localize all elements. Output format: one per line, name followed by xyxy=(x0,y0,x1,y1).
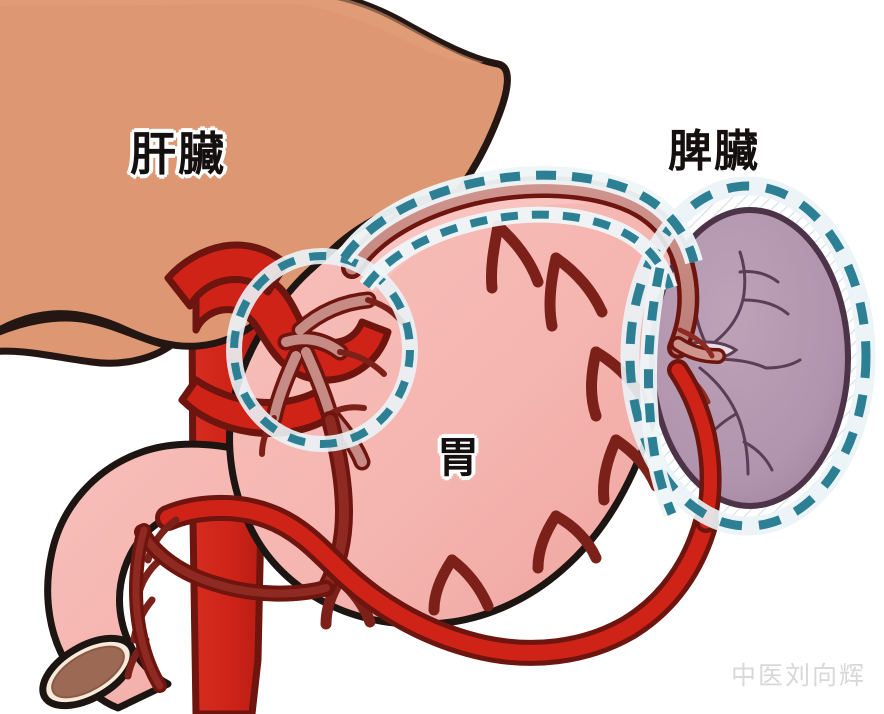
left-gastroepiploic-artery xyxy=(667,359,722,533)
organ-label-stomach: 胃 xyxy=(434,424,482,485)
duodenal-artery-trunk xyxy=(129,523,334,693)
gastroepiploic-artery xyxy=(155,494,719,666)
organ-label-spleen: 脾臟 xyxy=(666,115,761,180)
duodenum-lumen xyxy=(51,645,125,699)
dashed-path-gastrosplenic xyxy=(639,266,680,518)
duodenum xyxy=(39,440,304,712)
dashed-path-lesser-curvature xyxy=(336,166,703,291)
liver-inferior-edge xyxy=(0,314,174,367)
organ-label-liver-text: 肝臟 xyxy=(128,125,227,184)
dashed-outline-spleen xyxy=(620,176,876,536)
splenic-artery xyxy=(341,175,700,359)
organ-label-stomach-text: 胃 xyxy=(434,431,482,485)
dashed-outline-hilum xyxy=(226,248,418,452)
organ-label-spleen-text: 脾臟 xyxy=(666,124,761,180)
organ-label-liver: 肝臟 xyxy=(128,118,227,184)
watermark: 中医刘向辉 xyxy=(730,661,866,690)
